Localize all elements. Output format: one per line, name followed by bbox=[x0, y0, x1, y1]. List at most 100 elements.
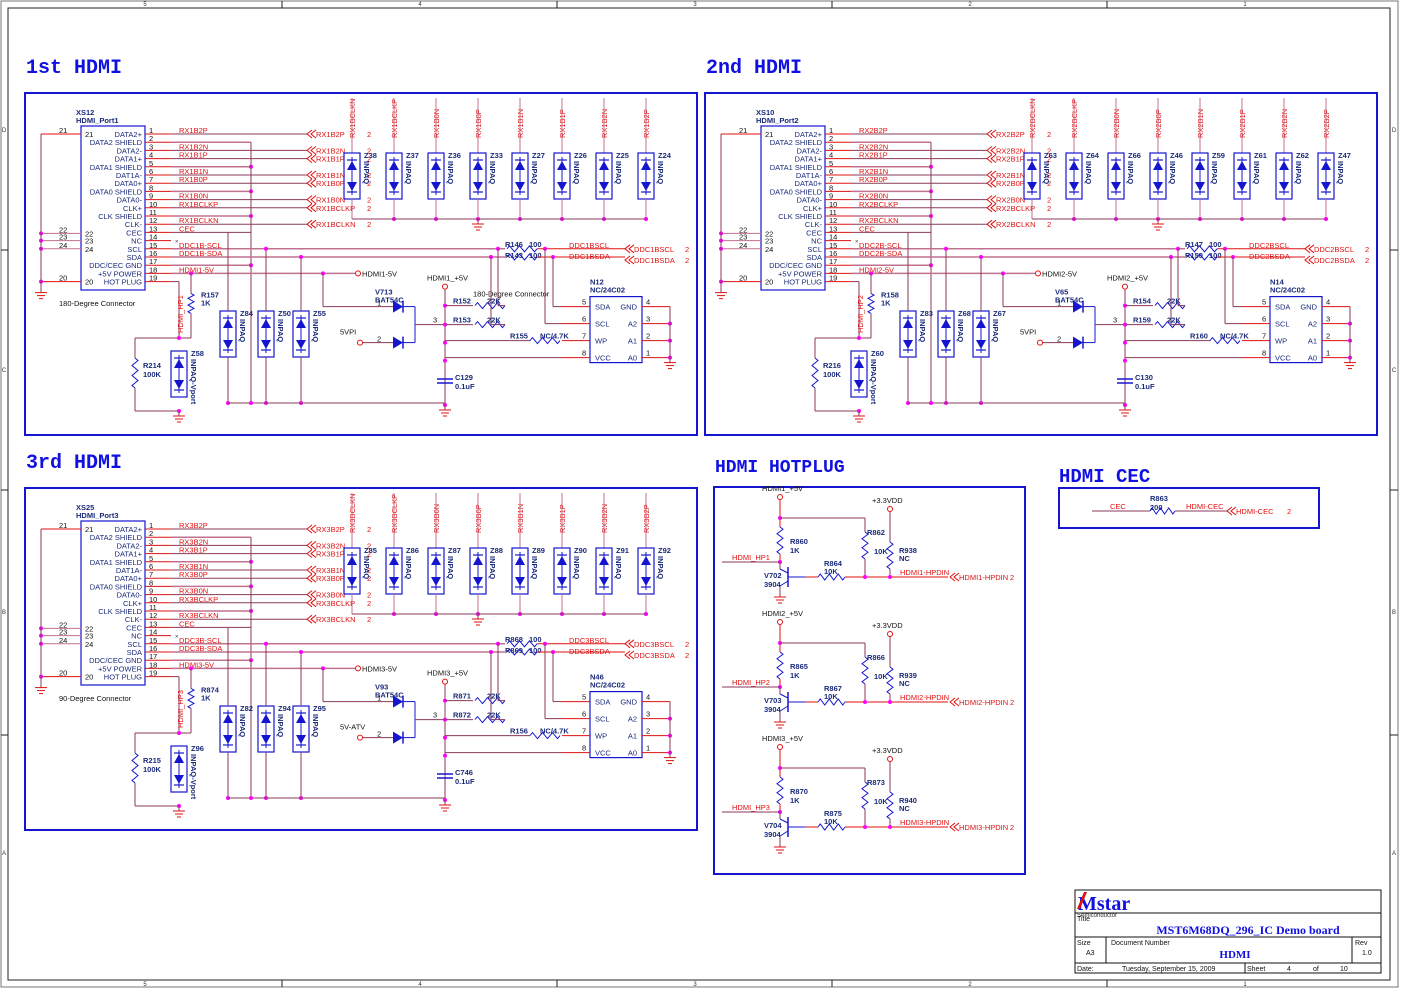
esd-ref: Z92 bbox=[658, 546, 671, 555]
esd-ref: Z24 bbox=[658, 151, 672, 160]
power-label: HDMI1-5V bbox=[362, 269, 397, 278]
sheet-ref: 2 bbox=[367, 574, 371, 583]
offpage-connector-icon bbox=[624, 639, 635, 649]
resistor-icon bbox=[817, 823, 846, 831]
resistor-icon bbox=[886, 666, 894, 695]
resistor-icon bbox=[817, 573, 846, 581]
pin-name: DATA0+ bbox=[795, 179, 823, 188]
offpage-connector-icon bbox=[306, 195, 317, 204]
offpage-port: RX2B2N bbox=[996, 146, 1025, 155]
sheet-ref: 2 bbox=[1365, 245, 1369, 254]
offpage-port: RX1B0N bbox=[316, 196, 345, 205]
pin-number: 2 bbox=[646, 727, 650, 736]
esd-part: INPAQ bbox=[362, 161, 371, 184]
transistor-value: 3904 bbox=[764, 830, 782, 839]
power-port-icon bbox=[1035, 270, 1041, 277]
pin-number: 8 bbox=[1262, 349, 1266, 358]
pin-name: SCL bbox=[807, 245, 822, 254]
resistor-ref: R143 bbox=[505, 251, 523, 260]
offpage-connector-icon bbox=[306, 129, 317, 139]
resistor-value: 100 bbox=[1209, 240, 1222, 249]
offpage-connector-icon bbox=[986, 195, 997, 204]
esd-ref: Z88 bbox=[490, 546, 503, 555]
sheet-ref: 2 bbox=[367, 204, 371, 213]
esd-ref: Z33 bbox=[490, 151, 503, 160]
eeprom-pin-name: WP bbox=[1275, 337, 1287, 346]
pin-name: CEC bbox=[126, 228, 142, 237]
esd-part: INPAQ bbox=[1336, 161, 1345, 184]
size-label: Size bbox=[1077, 940, 1091, 947]
esd-ref: Z61 bbox=[1254, 151, 1267, 160]
sheet-ref: 2 bbox=[367, 541, 371, 550]
power-port-icon bbox=[887, 756, 893, 762]
sheet-ref: 2 bbox=[367, 525, 371, 534]
resistor-ref: R868 bbox=[505, 635, 523, 644]
esd-ref: Z85 bbox=[364, 546, 377, 555]
net-label: HDMI2-HPDIN bbox=[900, 693, 949, 702]
offpage-port: RX3B0N bbox=[316, 591, 345, 600]
pin-name: CEC bbox=[806, 228, 822, 237]
eeprom-pin-name: A0 bbox=[628, 749, 637, 758]
sheet-ref: 2 bbox=[1047, 220, 1051, 229]
net-label: DDC3BSDA bbox=[569, 647, 610, 656]
pin-number: 20 bbox=[85, 673, 93, 682]
schottky-diode-icon bbox=[393, 695, 403, 708]
esd-part: INPAQ bbox=[311, 319, 320, 342]
resistor-ref: R866 bbox=[867, 653, 885, 662]
eeprom-pin-name: A0 bbox=[1308, 354, 1317, 363]
sheet-ref: 2 bbox=[1047, 204, 1051, 213]
pin-number: 2 bbox=[377, 335, 381, 344]
pin-number: 7 bbox=[829, 175, 833, 184]
resistor-ref: R867 bbox=[824, 684, 842, 693]
pin-name: CLK+ bbox=[123, 204, 143, 213]
offpage-connector-icon bbox=[306, 598, 317, 608]
resistor-ref: R215 bbox=[143, 756, 161, 765]
esd-ref: Z58 bbox=[191, 349, 204, 358]
esd-ref: Z50 bbox=[278, 309, 291, 318]
resistor-icon bbox=[529, 336, 561, 345]
pin-number: 24 bbox=[85, 640, 93, 649]
no-connect-icon: × bbox=[175, 240, 179, 246]
esd-ref: Z91 bbox=[616, 546, 629, 555]
net-label: HDMI3-5V bbox=[179, 660, 214, 669]
pin-name: CLK SHIELD bbox=[778, 212, 822, 221]
pin-number: 22 bbox=[739, 225, 747, 234]
connector-name: HDMI_Port3 bbox=[76, 511, 119, 520]
esd-part: INPAQ bbox=[1168, 161, 1177, 184]
esd-ref: Z60 bbox=[871, 349, 884, 358]
schottky-diode-icon bbox=[393, 336, 403, 349]
offpage-connector-icon bbox=[1304, 244, 1315, 254]
net-label: HDMI3-HPDIN bbox=[900, 818, 949, 827]
resistor-value: NC bbox=[899, 679, 910, 688]
ddc-port: DDC3BSDA bbox=[634, 651, 675, 660]
eeprom-pin-name: GND bbox=[620, 698, 637, 707]
esd-part: INPAQ bbox=[488, 556, 497, 579]
net-label: RX1B1P bbox=[179, 151, 208, 160]
resistor-ref: R940 bbox=[899, 796, 917, 805]
junction-dot bbox=[929, 401, 933, 405]
pin-number: 12 bbox=[149, 611, 157, 620]
esd-ref: Z25 bbox=[616, 151, 629, 160]
pin-name: DATA0 SHIELD bbox=[90, 582, 143, 591]
sheet-ref: 2 bbox=[367, 155, 371, 164]
junction-dot bbox=[888, 700, 892, 704]
block-border bbox=[713, 486, 1026, 875]
offpage-port: RX2BCLKN bbox=[996, 220, 1036, 229]
offpage-connector-icon bbox=[949, 572, 960, 582]
offpage-connector-icon bbox=[986, 129, 997, 139]
hotplug-net: HDMI_HP3 bbox=[732, 803, 770, 812]
eeprom-chip-icon bbox=[589, 690, 643, 759]
resistor-ref: R153 bbox=[453, 316, 471, 325]
resistor-value: 10K bbox=[824, 692, 838, 701]
eeprom-pin-name: GND bbox=[1300, 303, 1317, 312]
power-label: +3.3VDD bbox=[872, 621, 903, 630]
zone-row-label: D bbox=[2, 128, 7, 134]
pin-number: 2 bbox=[1326, 332, 1330, 341]
zone-row-label: D bbox=[1392, 128, 1397, 134]
eeprom-pin-name: VCC bbox=[1275, 354, 1291, 363]
pin-number: 5 bbox=[582, 693, 586, 702]
schottky-diode-icon bbox=[393, 300, 403, 313]
pin-number: 14 bbox=[149, 628, 157, 637]
resistor-value: 10K bbox=[824, 567, 838, 576]
pin-number: 3 bbox=[1326, 315, 1330, 324]
